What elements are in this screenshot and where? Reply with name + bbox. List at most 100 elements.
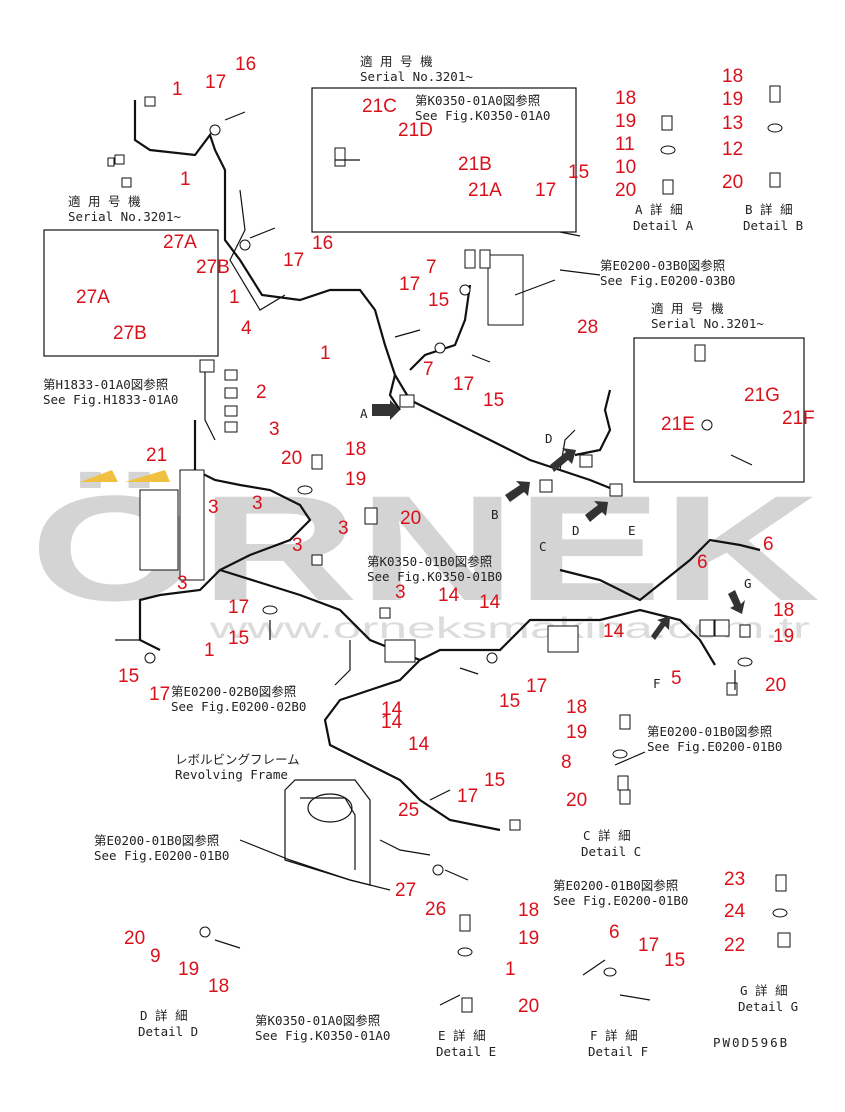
callout-17: 17 (638, 935, 659, 956)
callout-15: 15 (568, 162, 589, 183)
annotation-line: 第H1833-01A0図参照 (43, 377, 168, 392)
callout-7: 7 (426, 257, 437, 278)
callout-9: 9 (150, 946, 161, 967)
callout-17: 17 (283, 250, 304, 271)
view-arrow-d1 (550, 448, 576, 472)
callout-21E: 21E (661, 414, 695, 435)
annotation-line: See Fig.E0200-02B0 (171, 699, 306, 714)
variant-box-left (43, 229, 219, 357)
callout-1: 1 (180, 169, 191, 190)
callout-15: 15 (499, 691, 520, 712)
watermark-accent-right (125, 470, 170, 482)
callout-1: 1 (172, 79, 183, 100)
callout-15: 15 (428, 290, 449, 311)
callout-19: 19 (178, 959, 199, 980)
callout-18: 18 (518, 900, 539, 921)
callout-18: 18 (208, 976, 229, 997)
view-letter-g: G (744, 576, 752, 591)
annotation-line: 第K0350-01A0図参照 (415, 93, 540, 108)
variant-box-right (633, 337, 805, 483)
callout-19: 19 (566, 722, 587, 743)
detail-label-en: Detail B (743, 218, 803, 233)
callout-17: 17 (149, 684, 170, 705)
annotation-line: Serial No.3201~ (360, 69, 473, 84)
wiring-harness (133, 100, 761, 832)
view-letter-a: A (360, 406, 368, 421)
callout-11: 11 (615, 134, 635, 155)
annotation-line: 第E0200-01B0図参照 (94, 833, 219, 848)
callout-16: 16 (235, 54, 256, 75)
callout-8: 8 (561, 752, 572, 773)
callout-15: 15 (228, 628, 249, 649)
callout-16: 16 (312, 233, 333, 254)
callout-20: 20 (400, 508, 421, 529)
detail-label-en: Detail G (738, 999, 798, 1014)
callout-21F: 21F (782, 408, 815, 429)
callout-17: 17 (453, 374, 474, 395)
callout-14: 14 (603, 621, 625, 642)
callout-19: 19 (345, 469, 366, 490)
callout-14: 14 (438, 585, 460, 606)
parts-glyphs (107, 85, 791, 1013)
callout-3: 3 (395, 582, 406, 603)
variant-box-top (311, 87, 577, 233)
callout-3: 3 (292, 535, 303, 556)
detail-label-jp: A 詳 細 (635, 202, 683, 217)
detail-label-en: Detail A (633, 218, 694, 233)
callout-18: 18 (566, 697, 587, 718)
detail-label-en: Detail E (436, 1044, 496, 1059)
callout-26: 26 (425, 899, 446, 920)
callout-3: 3 (177, 573, 188, 594)
annotation-line: See Fig.E0200-01B0 (647, 739, 782, 754)
detail-label-jp: E 詳 細 (438, 1028, 486, 1043)
callout-15: 15 (483, 390, 504, 411)
callout-5: 5 (671, 668, 682, 689)
callout-17: 17 (457, 786, 478, 807)
annotation-line: See Fig.K0350-01A0 (415, 108, 550, 123)
callout-18: 18 (773, 600, 794, 621)
annotation-line: Revolving Frame (175, 767, 288, 782)
callout-15: 15 (118, 666, 139, 687)
callout-27: 27 (395, 880, 416, 901)
callout-17: 17 (228, 597, 249, 618)
callout-27A: 27A (163, 232, 197, 253)
callout-20: 20 (124, 928, 145, 949)
view-letter-c: C (539, 539, 547, 554)
callout-18: 18 (345, 439, 366, 460)
view-arrow-d2 (585, 501, 608, 522)
annotation-line: See Fig.H1833-01A0 (43, 392, 178, 407)
annotation-line: See Fig.E0200-03B0 (600, 273, 735, 288)
callout-20: 20 (765, 675, 786, 696)
callout-7: 7 (423, 359, 434, 380)
detail-label-en: Detail D (138, 1024, 198, 1039)
callout-28: 28 (577, 317, 598, 338)
detail-label-en: Detail F (588, 1044, 648, 1059)
annotation-line: Serial No.3201~ (651, 316, 764, 331)
detail-label-jp: C 詳 細 (583, 828, 631, 843)
annotation-line: See Fig.K0350-01B0 (367, 569, 502, 584)
view-arrow-g (728, 590, 745, 614)
callout-3: 3 (269, 419, 280, 440)
callout-21D: 21D (398, 120, 433, 141)
view-arrow-a (372, 400, 400, 420)
callout-20: 20 (518, 996, 539, 1017)
callout-15: 15 (484, 770, 505, 791)
annotation-line: 適 用 号 機 (360, 54, 433, 69)
annotation-line: 第E0200-01B0図参照 (647, 724, 772, 739)
callout-27A: 27A (76, 287, 110, 308)
callout-1: 1 (320, 343, 331, 364)
callout-17: 17 (399, 274, 420, 295)
detail-label-jp: F 詳 細 (590, 1028, 638, 1043)
annotation-line: レボルビングフレーム (175, 752, 300, 767)
callout-3: 3 (252, 493, 263, 514)
callout-21A: 21A (468, 180, 502, 201)
watermark-accent-left (80, 470, 118, 482)
callout-15: 15 (664, 950, 685, 971)
callout-20: 20 (566, 790, 587, 811)
annotation-line: 第K0350-01B0図参照 (367, 554, 492, 569)
callout-19: 19 (722, 89, 743, 110)
